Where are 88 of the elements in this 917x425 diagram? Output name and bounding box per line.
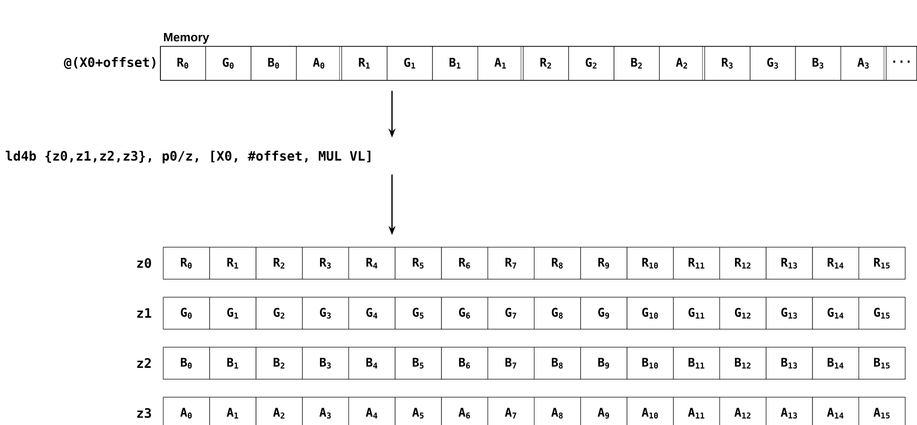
register-cell: B$_{4}$: [348, 347, 396, 380]
register-cell: B$_{9}$: [580, 347, 628, 380]
register-cell: G$_{9}$: [580, 297, 628, 330]
memory-cell: A$_{2}$: [659, 46, 705, 80]
memory-cell: R$_{3}$: [704, 46, 750, 80]
register-cell: B$_{14}$: [812, 347, 859, 380]
register-cell: A$_{7}$: [488, 397, 534, 425]
memory-cell: R$_{1}$: [342, 46, 388, 80]
register-cell: A$_{13}$: [766, 397, 813, 425]
register-cell: R$_{1}$: [209, 247, 256, 280]
memory-cell: A$_{1}$: [478, 46, 524, 80]
register-cell: A$_{9}$: [580, 397, 628, 425]
register-cell: B$_{10}$: [626, 347, 674, 380]
register-cell: R$_{6}$: [441, 247, 488, 280]
register-cell: B$_{3}$: [302, 347, 349, 380]
register-cell: G$_{15}$: [858, 297, 906, 330]
node-label: z3: [137, 408, 151, 418]
register-cell: R$_{3}$: [302, 247, 349, 280]
register-cell: R$_{5}$: [394, 247, 442, 280]
register-cell: G$_{1}$: [209, 297, 256, 330]
register-cell: G$_{12}$: [720, 297, 766, 330]
register-cell: B$_{2}$: [256, 347, 303, 380]
register-cell: G$_{11}$: [673, 297, 720, 330]
node-label: z2: [137, 358, 151, 368]
register-cell: B$_{7}$: [488, 347, 534, 380]
register-cell: G$_{7}$: [488, 297, 534, 330]
register-cell: G$_{10}$: [626, 297, 674, 330]
register-cell: R$_{13}$: [766, 247, 813, 280]
register-cell: A$_{2}$: [256, 397, 303, 425]
register-cell: R$_{8}$: [534, 247, 581, 280]
register-cell: A$_{0}$: [163, 397, 210, 425]
register-cell: G$_{14}$: [812, 297, 859, 330]
register-cell: B$_{15}$: [858, 347, 906, 380]
register-cell: A$_{15}$: [858, 397, 906, 425]
register-cell: B$_{8}$: [534, 347, 581, 380]
memory-cell: B$_{1}$: [432, 46, 478, 80]
register-cell: B$_{11}$: [673, 347, 720, 380]
register-cell: R$_{10}$: [626, 247, 674, 280]
register-cell: G$_{4}$: [348, 297, 396, 330]
register-cell: A$_{8}$: [534, 397, 581, 425]
register-cell: A$_{5}$: [394, 397, 442, 425]
memory-cell: B$_{0}$: [250, 46, 297, 80]
register-cell: R$_{4}$: [348, 247, 396, 280]
register-cell: A$_{12}$: [720, 397, 766, 425]
register-cell: A$_{3}$: [302, 397, 349, 425]
register-cell: A$_{6}$: [441, 397, 488, 425]
node-label: z0: [137, 258, 152, 268]
register-cell: A$_{4}$: [348, 397, 396, 425]
memory-cell: R$_{0}$: [160, 46, 206, 80]
register-cell: G$_{0}$: [163, 297, 210, 330]
register-cell: R$_{12}$: [720, 247, 766, 280]
register-cell: B$_{13}$: [766, 347, 813, 380]
memory-cell: G$_{3}$: [750, 46, 796, 80]
register-cell: R$_{11}$: [673, 247, 720, 280]
register-cell: R$_{0}$: [163, 247, 210, 280]
register-cell: B$_{6}$: [441, 347, 488, 380]
instruction-text: ld4b {z0,z1,z2,z3}, p0/z, [X0, #offset, MUL VL]: [6, 150, 370, 164]
memory-cell: B$_{3}$: [795, 46, 841, 80]
register-cell: B$_{12}$: [720, 347, 766, 380]
register-cell: G$_{8}$: [534, 297, 581, 330]
register-cell: R$_{14}$: [812, 247, 859, 280]
register-cell: G$_{5}$: [394, 297, 442, 330]
memory-cell: A$_{3}$: [840, 46, 886, 80]
node-label: Memory: [164, 33, 210, 44]
register-cell: A$_{11}$: [673, 397, 720, 425]
node-label: z1: [137, 308, 152, 318]
memory-cell: G$_{0}$: [205, 46, 252, 80]
register-cell: A$_{10}$: [626, 397, 674, 425]
memory-cell: A$_{0}$: [296, 46, 342, 80]
memory-cell: ···: [886, 46, 917, 80]
register-cell: R$_{7}$: [488, 247, 534, 280]
register-cell: A$_{14}$: [812, 397, 859, 425]
register-cell: G$_{2}$: [256, 297, 303, 330]
memory-cell: B$_{2}$: [614, 46, 660, 80]
register-cell: B$_{0}$: [163, 347, 210, 380]
register-cell: G$_{3}$: [302, 297, 349, 330]
register-cell: G$_{13}$: [766, 297, 813, 330]
register-cell: B$_{1}$: [209, 347, 256, 380]
register-cell: R$_{9}$: [580, 247, 628, 280]
register-cell: A$_{1}$: [209, 397, 256, 425]
node-label: @(X0+offset): [64, 57, 156, 69]
memory-cell: R$_{2}$: [523, 46, 569, 80]
register-cell: R$_{2}$: [256, 247, 303, 280]
register-cell: R$_{15}$: [858, 247, 906, 280]
register-cell: B$_{5}$: [394, 347, 442, 380]
register-cell: G$_{6}$: [441, 297, 488, 330]
memory-cell: G$_{2}$: [568, 46, 614, 80]
memory-cell: G$_{1}$: [386, 46, 433, 80]
